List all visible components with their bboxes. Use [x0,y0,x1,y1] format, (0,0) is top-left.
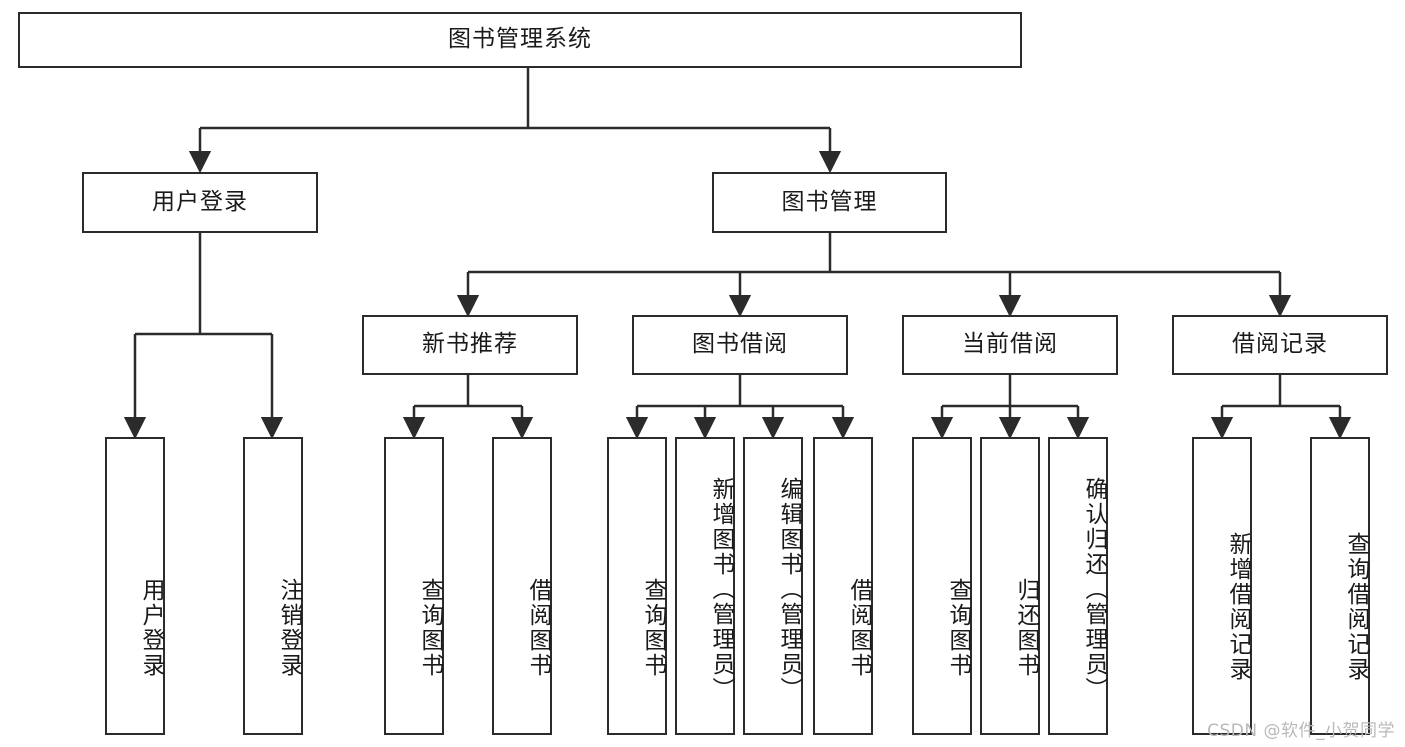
node-label: 借阅图书 [846,578,872,678]
leaf-book-borrow-add[interactable]: 新增图书（管理员） [675,437,735,735]
node-user-login[interactable]: 用户登录 [82,172,318,233]
node-label: 新增图书（管理员） [708,476,734,702]
leaf-book-borrow-edit[interactable]: 编辑图书（管理员） [743,437,803,735]
leaf-current-borrow-query[interactable]: 查询图书 [912,437,972,735]
node-book-management[interactable]: 图书管理 [712,172,947,233]
node-label: 借阅记录 [1232,331,1328,358]
node-book-borrow[interactable]: 图书借阅 [632,315,848,375]
leaf-current-borrow-confirm-return[interactable]: 确认归还（管理员） [1048,437,1108,735]
node-borrow-record[interactable]: 借阅记录 [1172,315,1388,375]
leaf-borrow-record-add[interactable]: 新增借阅记录 [1192,437,1252,735]
node-label: 图书管理 [781,188,878,215]
node-label: 注销登录 [276,578,302,678]
node-label: 归还图书 [1013,578,1039,678]
leaf-borrow-record-query[interactable]: 查询借阅记录 [1310,437,1370,735]
node-root-system[interactable]: 图书管理系统 [18,12,1022,68]
node-new-book-recommend[interactable]: 新书推荐 [362,315,578,375]
node-label: 查询图书 [640,578,666,678]
node-label: 图书借阅 [692,331,788,358]
leaf-user-login-login[interactable]: 用户登录 [105,437,165,735]
node-label: 用户登录 [152,188,248,215]
node-label: 图书管理系统 [448,26,592,53]
leaf-new-book-query[interactable]: 查询图书 [384,437,444,735]
node-label: 借阅图书 [525,578,551,678]
node-label: 用户登录 [138,578,164,678]
node-label: 新书推荐 [422,331,518,358]
node-label: 确认归还（管理员） [1081,476,1107,702]
node-label: 当前借阅 [962,331,1058,358]
leaf-current-borrow-return[interactable]: 归还图书 [980,437,1040,735]
csdn-watermark: CSDN @软件_小贺同学 [1207,721,1395,741]
node-label: 编辑图书（管理员） [776,476,802,702]
node-current-borrow[interactable]: 当前借阅 [902,315,1118,375]
node-label: 查询图书 [945,578,971,678]
node-label: 查询图书 [417,578,443,678]
node-label: 查询借阅记录 [1343,532,1369,682]
leaf-book-borrow-query[interactable]: 查询图书 [607,437,667,735]
leaf-user-login-logout[interactable]: 注销登录 [243,437,303,735]
leaf-book-borrow-borrow[interactable]: 借阅图书 [813,437,873,735]
node-label: 新增借阅记录 [1225,532,1251,682]
leaf-new-book-borrow[interactable]: 借阅图书 [492,437,552,735]
